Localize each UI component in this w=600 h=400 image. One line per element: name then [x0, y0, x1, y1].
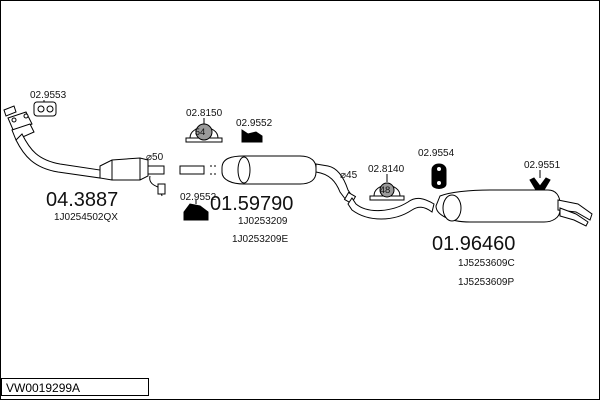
- clamp-48-part: [369, 174, 405, 201]
- bracket-mid-low-part: [183, 200, 209, 221]
- front-pipe-assembly: [3, 105, 166, 197]
- bracket-mid-top-part: [241, 129, 263, 143]
- front-outlet-pipe: [147, 165, 165, 175]
- bracket-mid-top-label: 02.9552: [236, 118, 273, 129]
- clamp-54-size: 54: [195, 127, 206, 138]
- rear-exit-pipe: [557, 199, 593, 221]
- clamp-48-size: 48: [380, 185, 391, 196]
- middle-section-ref-2: 1J0253209E: [232, 234, 288, 245]
- middle-section-number: 01.59790: [210, 193, 293, 215]
- middle-muffler: [221, 155, 317, 185]
- front-down-pipe: [15, 133, 101, 179]
- front-section-ref-1: 1J0254502QX: [54, 212, 118, 223]
- rear-pipe-assembly: [347, 189, 593, 227]
- hanger-label: 02.9554: [418, 148, 455, 159]
- bracket-mid-low-label: 02.9552: [180, 192, 217, 203]
- middle-inlet-pipe: [179, 165, 205, 175]
- diameter-50-label: ⌀50: [146, 152, 164, 163]
- rear-inlet-pipe: [347, 197, 435, 220]
- bracket-rear-part: [529, 170, 551, 191]
- diagram-code-box: VW0019299A: [1, 378, 149, 396]
- clamp-48-label: 02.8140: [368, 164, 405, 175]
- manifold-flange: [3, 105, 35, 141]
- hanger-part: [431, 163, 447, 189]
- rear-section-number: 01.96460: [432, 233, 515, 255]
- gasket-label: 02.9553: [30, 90, 67, 101]
- middle-section-ref-1: 1J0253209: [238, 216, 288, 227]
- bracket-rear-label: 02.9551: [524, 160, 561, 171]
- clamp-54-part: [185, 118, 223, 143]
- gasket-part: [33, 100, 57, 117]
- diameter-45-label: ⌀45: [340, 170, 358, 181]
- catalytic-converter: [99, 157, 149, 181]
- rear-section-ref-2: 1J5253609P: [458, 277, 514, 288]
- clamp-54-label: 02.8150: [186, 108, 223, 119]
- front-section-number: 04.3887: [46, 189, 118, 211]
- rear-section-ref-1: 1J5253609C: [458, 258, 515, 269]
- middle-pipe-assembly: [179, 155, 357, 205]
